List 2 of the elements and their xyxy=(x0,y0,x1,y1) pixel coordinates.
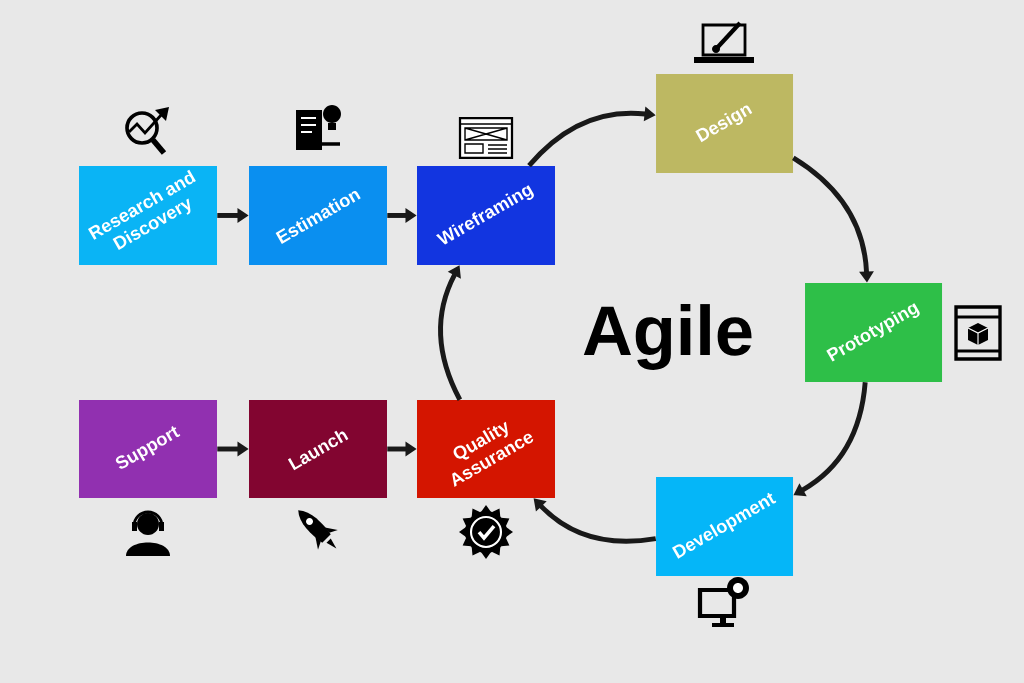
title-text: Agile xyxy=(583,304,752,370)
arrow xyxy=(533,498,657,544)
